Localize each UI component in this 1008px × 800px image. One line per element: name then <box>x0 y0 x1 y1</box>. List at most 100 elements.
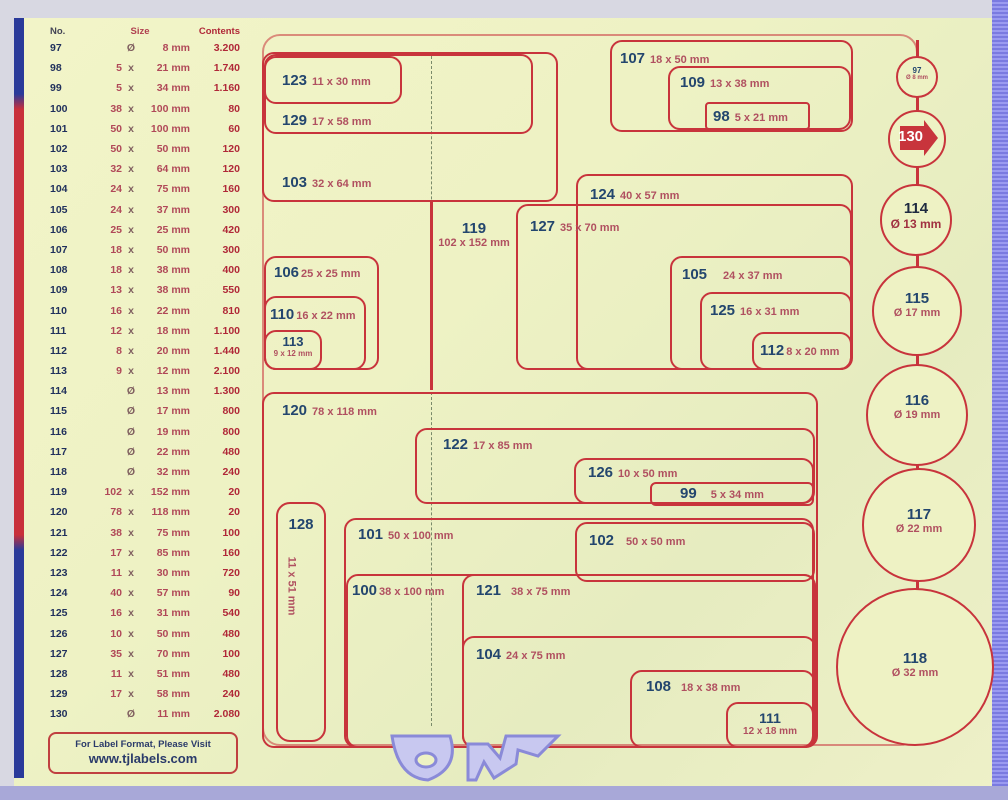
label-dimension: 40 x 57 mm <box>620 190 680 202</box>
row-number: 103 <box>50 163 68 176</box>
size-width: 13 <box>110 284 122 297</box>
label-dimension: 78 x 118 mm <box>312 406 377 418</box>
label-number: 124 <box>590 186 616 203</box>
row-number: 117 <box>50 445 67 458</box>
row-number: 130 <box>50 708 68 721</box>
size-length: 64 mm <box>156 163 190 176</box>
label-dimension: 10 x 50 mm <box>618 468 678 480</box>
circle-label-116: 116 Ø 19 mm <box>866 364 968 466</box>
row-number: 105 <box>50 203 68 216</box>
size-length: 51 mm <box>156 667 190 680</box>
size-separator: x <box>128 546 134 559</box>
size-separator: x <box>128 526 134 539</box>
row-number: 118 <box>50 466 67 479</box>
row-number: 116 <box>50 425 67 438</box>
row-number: 125 <box>50 607 68 620</box>
website-link[interactable]: www.tjlabels.com <box>88 751 198 766</box>
size-separator: Ø <box>126 405 136 418</box>
label-dimension: 50 x 100 mm <box>388 530 454 542</box>
size-separator: x <box>128 688 134 701</box>
label-number: 119 <box>461 220 487 237</box>
circle-label-118: 118 Ø 32 mm <box>836 588 994 746</box>
label-number: 129 <box>282 112 308 129</box>
brand-logo <box>388 728 563 788</box>
label-number: 116 <box>904 392 930 409</box>
label-dimension: Ø 19 mm <box>893 409 941 421</box>
header-size: Size <box>130 25 150 37</box>
size-separator: x <box>128 143 134 156</box>
label-dimension: 24 x 37 mm <box>723 270 783 282</box>
contents-count: 800 <box>222 405 240 418</box>
contents-count: 100 <box>222 647 240 660</box>
center-fold-line <box>431 56 432 726</box>
contents-count: 120 <box>222 163 240 176</box>
size-separator: x <box>128 62 134 75</box>
size-separator: x <box>128 506 134 519</box>
size-separator: x <box>128 284 134 297</box>
label-number: 110 <box>270 306 295 323</box>
size-length: 58 mm <box>156 688 190 701</box>
label-dimension: Ø 8 mm <box>905 75 928 81</box>
contents-count: 480 <box>222 667 240 680</box>
label-dimension: 11 x 30 mm <box>312 76 371 88</box>
contents-count: 240 <box>222 466 240 479</box>
contents-count: 420 <box>222 223 240 236</box>
size-separator: x <box>128 324 134 337</box>
label-number: 112 <box>760 342 785 359</box>
label-dimension: 16 x 22 mm <box>296 310 356 322</box>
label-number: 105 <box>682 266 708 283</box>
size-separator: x <box>128 82 134 95</box>
arrow-icon <box>900 126 926 150</box>
contents-count: 20 <box>228 506 240 519</box>
bottom-edge <box>0 786 1008 800</box>
label-128: 128 11 x 51 mm <box>276 502 326 742</box>
size-width: 11 <box>110 667 122 680</box>
contents-count: 800 <box>222 425 240 438</box>
row-number: 107 <box>50 243 68 256</box>
label-dimension: 50 x 50 mm <box>626 536 686 548</box>
size-length: 31 mm <box>156 607 190 620</box>
size-separator: x <box>128 243 134 256</box>
contents-count: 20 <box>228 486 240 499</box>
contents-count: 1.440 <box>213 344 240 357</box>
label-number: 126 <box>588 464 614 481</box>
label-number: 97 <box>912 66 922 75</box>
label-dimension: 18 x 50 mm <box>650 54 710 66</box>
contents-count: 1.100 <box>213 324 240 337</box>
size-length: 17 mm <box>156 405 190 418</box>
label-number: 103 <box>282 174 308 191</box>
size-width: 24 <box>110 203 122 216</box>
row-number: 122 <box>50 546 68 559</box>
size-separator: Ø <box>126 425 136 438</box>
label-number: 122 <box>443 436 469 453</box>
size-width: 40 <box>110 587 122 600</box>
label-number: 115 <box>904 290 930 307</box>
label-number: 107 <box>620 50 646 67</box>
label-number: 111 <box>759 710 781 726</box>
label-dimension: 5 x 21 mm <box>734 112 788 124</box>
contents-count: 300 <box>222 243 240 256</box>
arrow-head-icon <box>924 120 938 156</box>
label-number: 100 <box>352 582 378 599</box>
label-dimension: 25 x 25 mm <box>301 268 361 280</box>
contents-count: 480 <box>222 627 240 640</box>
row-number: 121 <box>50 526 68 539</box>
size-length: 22 mm <box>156 445 190 458</box>
label-dimension: Ø 32 mm <box>891 667 939 679</box>
label-number: 109 <box>680 74 706 91</box>
label-dimension: Ø 22 mm <box>895 523 943 535</box>
size-width: 11 <box>110 566 122 579</box>
size-length: 38 mm <box>156 264 190 277</box>
row-number: 106 <box>50 223 68 236</box>
size-length: 50 mm <box>156 627 190 640</box>
contents-count: 540 <box>222 607 240 620</box>
